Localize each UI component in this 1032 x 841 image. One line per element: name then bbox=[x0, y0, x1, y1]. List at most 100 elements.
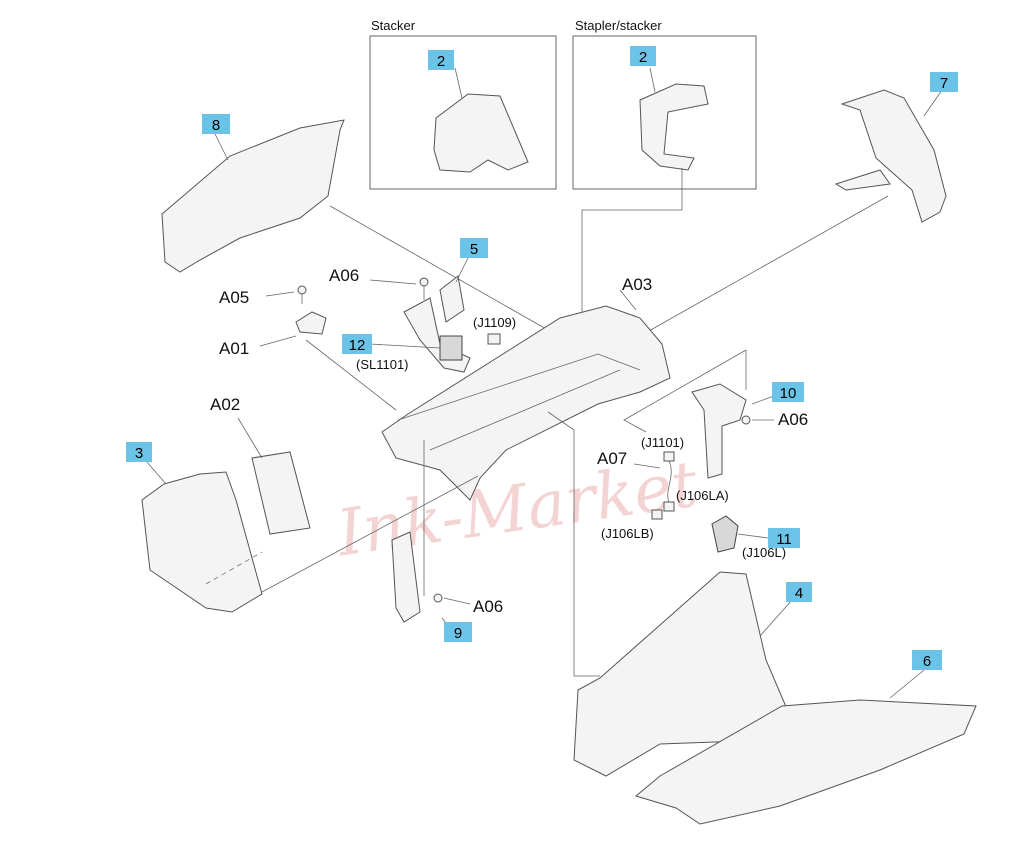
stapler-stacker-part-drawing bbox=[639, 83, 709, 171]
callout-10-box bbox=[772, 382, 804, 402]
callout-12: 12 bbox=[342, 334, 372, 354]
label-a06-right: A06 bbox=[778, 410, 808, 429]
part-3-drawing bbox=[141, 471, 263, 613]
callout-2a-box bbox=[428, 50, 454, 70]
callout-12-box bbox=[342, 334, 372, 354]
label-a05: A05 bbox=[219, 288, 249, 307]
callout-2a: 2 bbox=[428, 50, 454, 70]
label-sl1101: (SL1101) bbox=[356, 357, 409, 372]
leader-a02 bbox=[237, 417, 263, 459]
leader-7-frame bbox=[639, 195, 889, 337]
part-11 bbox=[711, 515, 769, 553]
part-7-drawing bbox=[840, 89, 947, 223]
leader-10-frame-2 bbox=[623, 349, 747, 433]
callout-10-text: 10 bbox=[780, 385, 797, 402]
j106lb-connector-drawing bbox=[651, 509, 663, 520]
callout-2b-box bbox=[630, 46, 656, 66]
callout-11: 11 bbox=[768, 528, 800, 548]
callout-8-box bbox=[202, 114, 230, 134]
leader-2b bbox=[649, 67, 656, 93]
leader-3-frame bbox=[261, 475, 479, 593]
callout-3-text: 3 bbox=[135, 445, 143, 462]
part-3-hidden-edge bbox=[205, 551, 263, 585]
label-a06-top: A06 bbox=[329, 266, 359, 285]
fasteners-left bbox=[259, 277, 429, 411]
leader-a07 bbox=[633, 463, 661, 469]
leader-a06-top bbox=[369, 279, 417, 285]
leader-4 bbox=[759, 599, 793, 637]
main-frame-assembly bbox=[381, 289, 671, 501]
leader-2a bbox=[454, 67, 463, 99]
part-6-drawing bbox=[634, 699, 977, 825]
label-j1101: (J1101) bbox=[641, 435, 684, 450]
label-j106lb: (J106LB) bbox=[601, 526, 654, 541]
part-7 bbox=[639, 89, 947, 337]
part-8-drawing bbox=[161, 119, 345, 273]
leader-10 bbox=[751, 395, 775, 405]
leader-a03 bbox=[619, 289, 637, 311]
part-6 bbox=[634, 669, 977, 825]
frame-inner-rail-2 bbox=[429, 369, 621, 451]
label-a03: A03 bbox=[622, 275, 652, 294]
leader-8-frame bbox=[329, 205, 549, 331]
part-5-drawing bbox=[439, 275, 465, 323]
main-frame-drawing bbox=[381, 305, 671, 501]
callout-11-box bbox=[768, 528, 800, 548]
callout-7-text: 7 bbox=[940, 75, 948, 92]
leader-12 bbox=[369, 343, 441, 349]
callout-2b: 2 bbox=[630, 46, 656, 66]
label-j1109: (J1109) bbox=[473, 315, 516, 330]
stapler-stacker-frame bbox=[572, 35, 757, 190]
callout-6-box bbox=[912, 650, 942, 670]
callout-4-text: 4 bbox=[795, 585, 803, 602]
part-8 bbox=[161, 119, 549, 331]
leader-8 bbox=[213, 131, 229, 161]
callout-3-box bbox=[126, 442, 152, 462]
solenoid-drawing bbox=[439, 335, 463, 361]
part-3 bbox=[139, 453, 479, 613]
callout-12-text: 12 bbox=[349, 337, 366, 354]
harness-a07 bbox=[633, 451, 675, 520]
callout-5-text: 5 bbox=[470, 241, 478, 258]
stacker-title: Stacker bbox=[371, 18, 416, 33]
leader-4-frame bbox=[547, 411, 600, 677]
callout-5-box bbox=[460, 238, 488, 258]
label-a02: A02 bbox=[210, 395, 240, 414]
part-10 bbox=[623, 349, 775, 479]
screw-a06-right bbox=[741, 415, 751, 425]
stacker-frame bbox=[369, 35, 557, 190]
stacker-inset: Stacker bbox=[369, 18, 557, 190]
label-j106la: (J106LA) bbox=[676, 488, 729, 503]
part-11-drawing bbox=[711, 515, 739, 553]
harness-wire bbox=[667, 460, 672, 503]
callout-2b-text: 2 bbox=[639, 49, 647, 66]
bracket-a01-drawing bbox=[295, 311, 327, 335]
callout-6-text: 6 bbox=[923, 653, 931, 670]
screw-a06-top bbox=[419, 277, 429, 287]
callout-4-box bbox=[786, 582, 812, 602]
callout-3: 3 bbox=[126, 442, 152, 462]
plate-a02 bbox=[237, 417, 311, 535]
j1109-connector-drawing bbox=[487, 333, 501, 345]
label-a06-bottom: A06 bbox=[473, 597, 503, 616]
plate-a02-drawing bbox=[251, 451, 311, 535]
j106la-connector-drawing bbox=[663, 501, 675, 512]
callout-9-box bbox=[444, 622, 472, 642]
leader-a01 bbox=[259, 335, 297, 347]
screw-a05 bbox=[297, 285, 307, 295]
callout-10: 10 bbox=[772, 382, 804, 402]
leader-5 bbox=[455, 257, 469, 283]
callout-5: 5 bbox=[460, 238, 488, 258]
part-9-drawing bbox=[391, 531, 421, 623]
callout-11-text: 11 bbox=[776, 531, 792, 548]
callout-6: 6 bbox=[912, 650, 942, 670]
callout-9: 9 bbox=[444, 622, 472, 642]
callout-8: 8 bbox=[202, 114, 230, 134]
part-12 bbox=[369, 297, 501, 373]
callout-8-text: 8 bbox=[212, 117, 220, 134]
label-j106l: (J106L) bbox=[742, 545, 786, 560]
label-a07: A07 bbox=[597, 449, 627, 468]
leader-a06-bottom bbox=[443, 597, 471, 605]
j1101-connector-drawing bbox=[663, 451, 675, 462]
